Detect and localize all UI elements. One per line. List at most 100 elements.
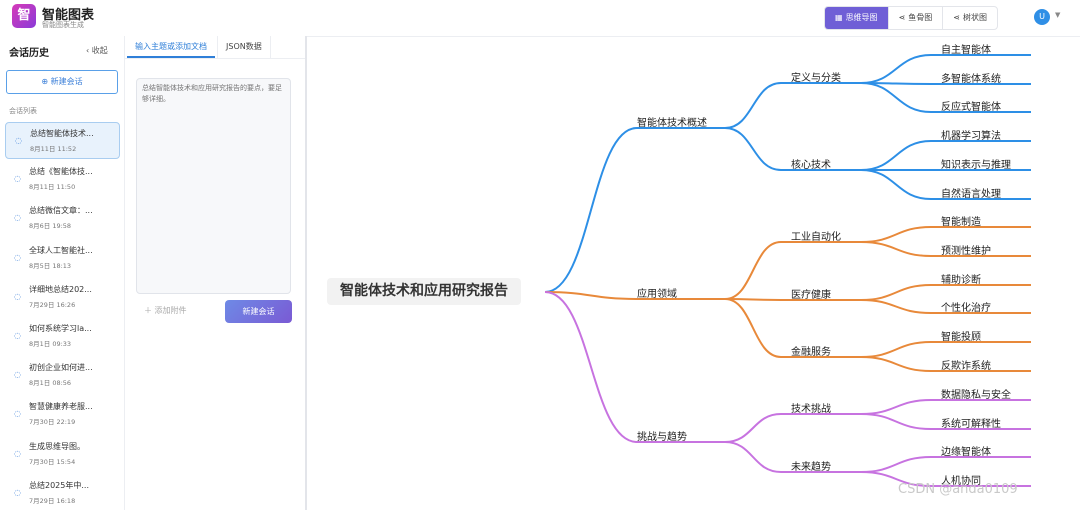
mindmap-link (860, 399, 932, 415)
mindmap-branch-node[interactable]: 应用领域 (637, 289, 677, 300)
conversation-item[interactable]: ◌初创企业如何进...8月1日 08:56 (5, 357, 118, 392)
mindmap-link (860, 456, 932, 473)
conversation-item[interactable]: ◌全球人工智能社...8月5日 18:13 (5, 240, 118, 275)
conversation-title: 总结2025年中... (29, 480, 89, 490)
chat-icon: ◌ (14, 213, 21, 223)
conversation-item[interactable]: ◌详细地总结202...7月29日 16:26 (5, 279, 118, 314)
collapse-button[interactable]: ‹ 收起 (86, 45, 108, 56)
mindmap-link (860, 241, 932, 257)
conversation-title: 如何系统学习la... (29, 324, 92, 333)
mindmap-link (860, 341, 932, 358)
conversation-item[interactable]: ◌总结微信文章：...8月6日 19:58 (5, 200, 118, 235)
collapse-label: 收起 (91, 46, 108, 55)
mindmap-leaf-node[interactable]: 自主智能体 (941, 45, 991, 56)
mindmap-leaf-node[interactable]: 机器学习算法 (941, 131, 1001, 142)
mindmap-link (860, 54, 932, 84)
conversation-time: 7月29日 16:18 (29, 496, 76, 505)
view-switcher: ▦ 思维导图 ⋖ 鱼骨图 ⋖ 树状图 (824, 6, 998, 30)
chat-icon: ◌ (14, 174, 21, 184)
mindmap-leaf-node[interactable]: 知识表示与推理 (941, 160, 1011, 171)
mindmap-leaf-node[interactable]: 多智能体系统 (941, 74, 1001, 85)
conversation-item[interactable]: ◌智慧健康养老服...7月30日 22:19 (5, 396, 118, 431)
panel-resize-handle[interactable] (305, 36, 307, 510)
conversation-title: 全球人工智能社... (29, 245, 93, 255)
mindmap-subtopic-node[interactable]: 定义与分类 (791, 73, 841, 84)
mindmap-subtopic-node[interactable]: 工业自动化 (791, 232, 841, 243)
chat-icon: ◌ (14, 448, 21, 458)
mindmap-leaf-node[interactable]: 边缘智能体 (941, 447, 991, 458)
mindmap-link (724, 127, 782, 171)
conversation-item[interactable]: ◌ 总结2025年中... 7月29日 16:18 (5, 475, 118, 510)
conversation-time: 8月1日 08:56 (29, 379, 72, 388)
conversation-time: 7月30日 22:19 (29, 418, 76, 427)
mindmap-root-node[interactable]: 智能体技术和应用研究报告 (327, 278, 521, 305)
plus-icon: ＋ (144, 306, 152, 315)
mindmap-link (860, 284, 932, 301)
conversation-item[interactable]: ◌总结智能体技术...8月11日 11:52 (5, 122, 120, 159)
mindmap-leaf-node[interactable]: 智能制造 (941, 217, 981, 228)
mindmap-subtopic-node[interactable]: 技术挑战 (791, 404, 831, 415)
avatar[interactable]: U (1034, 9, 1050, 25)
conversation-time: 8月11日 11:50 (29, 183, 76, 192)
chat-icon: ◌ (15, 136, 22, 145)
mindmap-leaf-node[interactable]: 预测性维护 (941, 246, 991, 257)
mindmap-icon: ▦ (835, 13, 843, 22)
panel-tabs: 输入主题或添加文档 JSON数据 (125, 36, 305, 59)
mindmap-link (544, 291, 638, 443)
mindmap-subtopic-node[interactable]: 未来趋势 (791, 462, 831, 473)
mindmap-link (860, 471, 932, 487)
mindmap-link (544, 291, 638, 300)
mindmap-link (860, 226, 932, 243)
mindmap-leaf-node[interactable]: 数据隐私与安全 (941, 390, 1011, 401)
mindmap-leaf-node[interactable]: 反应式智能体 (941, 102, 1001, 113)
new-chat-button[interactable]: ⊕ 新建会话 (6, 70, 118, 94)
tab-mindmap[interactable]: ▦ 思维导图 (825, 7, 888, 29)
conversation-time: 8月1日 09:33 (29, 340, 72, 348)
conversation-title: 总结微信文章：... (29, 206, 93, 216)
mindmap-branch-node[interactable]: 智能体技术概述 (637, 118, 707, 129)
mindmap-link (544, 127, 638, 293)
mindmap-leaf-node[interactable]: 反欺诈系统 (941, 361, 991, 372)
mindmap-canvas[interactable]: 智能体技术和应用研究报告 智能体技术概述 定义与分类 自主智能体多智能体系统反应式智… (307, 36, 1080, 510)
mindmap-leaf-node[interactable]: 智能投顾 (941, 332, 981, 343)
sidebar-title: 会话历史 (9, 48, 49, 59)
mindmap-leaf-node[interactable]: 辅助诊断 (941, 275, 981, 286)
chat-icon: ◌ (14, 331, 21, 340)
add-attachment-button[interactable]: ＋ 添加附件 (144, 305, 187, 316)
conversation-item[interactable]: ◌总结《智能体技...8月11日 11:50 (5, 161, 118, 196)
tab-fishbone-label: 鱼骨图 (908, 13, 933, 22)
conversation-item[interactable]: ◌生成思维导图。7月30日 15:54 (5, 436, 118, 471)
share-icon: ⋖ (898, 13, 906, 22)
chevron-left-icon: ‹ (86, 46, 90, 55)
chat-icon: ◌ (14, 409, 21, 419)
sidebar: 会话历史 ‹ 收起 ⊕ 新建会话 会话列表 ◌总结智能体技术...8月11日 1… (0, 36, 125, 510)
topic-input[interactable] (136, 78, 291, 294)
top-bar: 智 智能图表 智能图表生成 ▦ 思维导图 ⋖ 鱼骨图 ⋖ 树状图 U ▼ (0, 0, 1080, 37)
mindmap-link (860, 413, 932, 430)
create-session-button[interactable]: 新建会话 (225, 300, 292, 323)
mindmap-subtopic-node[interactable]: 核心技术 (791, 160, 831, 171)
tab-json-data[interactable]: JSON数据 (217, 36, 271, 58)
mindmap-branch-node[interactable]: 挑战与趋势 (637, 432, 687, 443)
mindmap-subtopic-node[interactable]: 医疗健康 (791, 290, 831, 301)
add-attachment-label: 添加附件 (154, 306, 187, 315)
conversation-item[interactable]: ◌ 如何系统学习la... 8月1日 09:33 (5, 318, 118, 353)
tab-fishbone[interactable]: ⋖ 鱼骨图 (887, 7, 943, 29)
share-icon: ⋖ (953, 13, 960, 22)
mindmap-leaf-node[interactable]: 个性化治疗 (941, 303, 991, 314)
conversation-title: 总结智能体技术... (30, 129, 94, 138)
mindmap-leaf-node[interactable]: 系统可解释性 (941, 419, 1001, 430)
chevron-down-icon[interactable]: ▼ (1055, 11, 1061, 19)
mindmap-link (724, 241, 782, 300)
mindmap-link (724, 82, 782, 129)
mindmap-link (860, 299, 932, 314)
mindmap-link (724, 441, 782, 473)
tab-tree-label: 树状图 (962, 13, 987, 22)
mindmap-subtopic-node[interactable]: 金融服务 (791, 347, 831, 358)
mindmap-leaf-node[interactable]: 人机协同 (941, 476, 981, 487)
tab-tree[interactable]: ⋖ 树状图 (942, 7, 997, 29)
tab-input-topic[interactable]: 输入主题或添加文档 (127, 36, 215, 58)
chat-icon: ◌ (14, 487, 21, 497)
mindmap-leaf-node[interactable]: 自然语言处理 (941, 189, 1001, 200)
mindmap-link (724, 298, 782, 358)
